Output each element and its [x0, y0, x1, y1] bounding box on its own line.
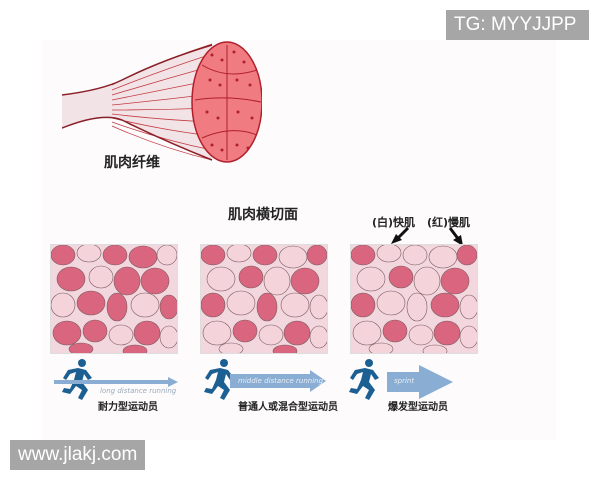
- runner-icon: [349, 359, 379, 400]
- caption-explosive-athlete: 爆发型运动员: [388, 402, 448, 413]
- caption-endurance-athlete: 耐力型运动员: [98, 402, 158, 413]
- arrow-text-long-distance: long distance running: [100, 387, 177, 395]
- cross-section-title: 肌肉横切面: [228, 207, 298, 223]
- tissue-cross-section-sprint: [350, 244, 478, 354]
- middle-distance-arrow: [230, 370, 326, 392]
- tissue-cross-section-mixed: [200, 244, 328, 354]
- fiber-label: 肌肉纤维: [104, 155, 160, 171]
- runner-icon: [204, 359, 234, 400]
- arrow-text-sprint: sprint: [394, 377, 415, 385]
- tissue-cross-section-endurance: [50, 244, 178, 354]
- caption-mixed-athlete: 普通人或混合型运动员: [238, 402, 338, 413]
- slow-twitch-label: (红)慢肌: [427, 216, 471, 229]
- arrow-text-middle-distance: middle distance running: [238, 377, 324, 385]
- slow-fiber-pointer-arrow: [448, 227, 463, 246]
- diagram-panel: 肌肉纤维 肌肉横切面 (白)快肌 (红)慢肌: [42, 40, 556, 440]
- fast-fiber-pointer-arrow: [391, 226, 410, 244]
- fast-twitch-label: (白)快肌: [372, 216, 416, 229]
- long-distance-arrow: [54, 377, 178, 387]
- muscle-fiber-bundle-illustration: [62, 41, 262, 163]
- watermark-bottom-left: www.jlakj.com: [10, 440, 146, 470]
- sprint-arrow: [387, 365, 453, 399]
- watermark-top-right: TG: MYYJJPP: [446, 10, 589, 40]
